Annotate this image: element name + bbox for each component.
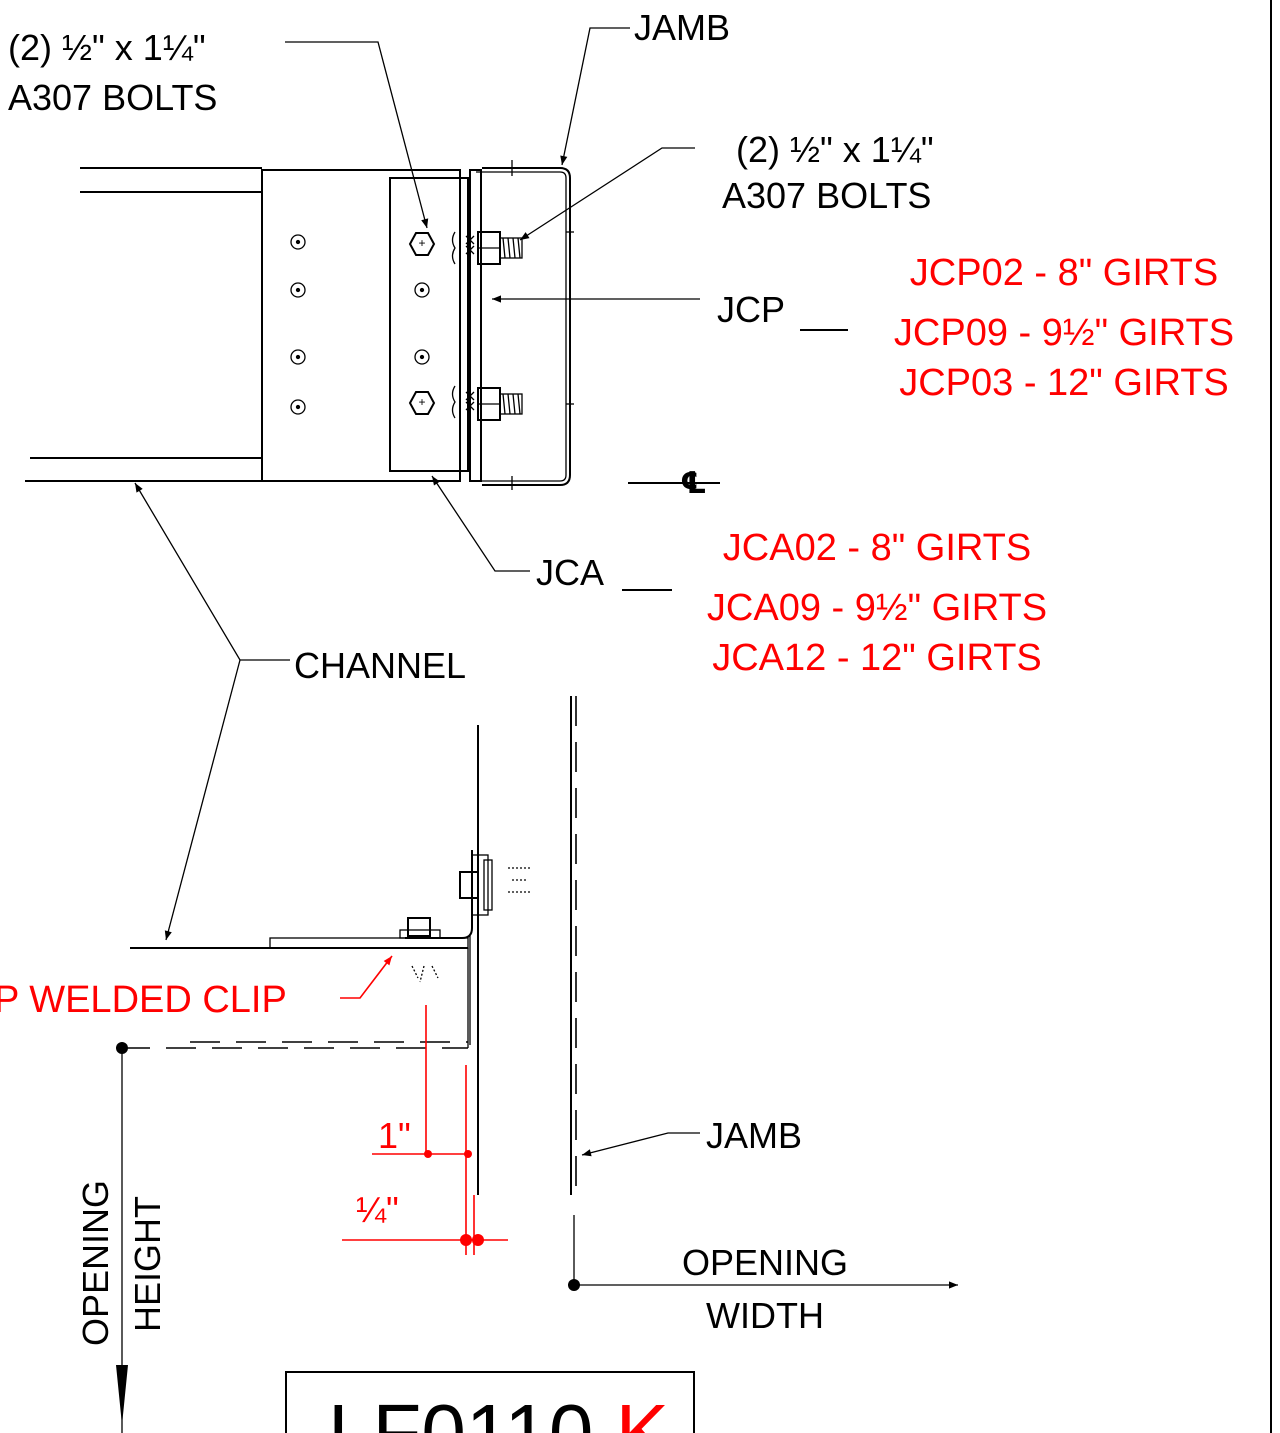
jamb-label-top: JAMB [634, 7, 730, 48]
bolt-callout-right-line2: A307 BOLTS [722, 175, 931, 216]
bolt-head-icon [407, 917, 431, 937]
jamb-section [482, 167, 571, 486]
bolt-shank-icon [465, 387, 523, 421]
bolt-head-icon: + [408, 232, 436, 256]
detail-id-box [285, 1371, 695, 1433]
bolt-callout-left-line2: A307 BOLTS [8, 77, 217, 118]
opening-width-line1: OPENING [682, 1242, 848, 1283]
red-dimensions [340, 955, 508, 1255]
opening-height-line1: OPENING [75, 1180, 116, 1346]
jamb-label-bottom: JAMB [706, 1115, 802, 1156]
jcp-plate [469, 169, 482, 482]
jca-part-9-5: JCA09 - 9½" GIRTS [707, 587, 1047, 629]
centerline-icon: ℄ [680, 467, 707, 500]
opening-width-line2: WIDTH [706, 1295, 824, 1336]
svg-text:+: + [418, 236, 425, 250]
opening-height-line2: HEIGHT [127, 1196, 168, 1332]
bolt-head-icon [459, 871, 479, 899]
jca-part-8: JCA02 - 8" GIRTS [723, 527, 1031, 569]
svg-text:+: + [418, 395, 425, 409]
welded-clip-label: P WELDED CLIP [0, 979, 287, 1021]
bolt-shank-icon [465, 231, 523, 265]
jca-clip-angle [389, 177, 469, 472]
detail-id: LF0110 K [328, 1388, 669, 1433]
jca-label: JCA [536, 552, 604, 593]
jcp-part-12: JCP03 - 12" GIRTS [899, 362, 1229, 404]
jcp-part-8: JCP02 - 8" GIRTS [910, 252, 1218, 294]
plan-view: + + ℄ [25, 160, 720, 500]
bolt-callout-right-line1: (2) ½" x 1¼" [736, 129, 934, 170]
bolt-callout-left-line1: (2) ½" x 1¼" [8, 27, 206, 68]
dim-quarter-inch: ¼" [356, 1189, 399, 1230]
bolt-head-icon: + [408, 391, 436, 415]
jcp-part-9-5: JCP09 - 9½" GIRTS [894, 312, 1234, 354]
jcp-label: JCP [717, 289, 785, 330]
elevation-view [116, 696, 577, 1195]
detail-revision: K [616, 1388, 669, 1433]
jca-part-12: JCA12 - 12" GIRTS [712, 637, 1042, 679]
dim-one-inch: 1" [378, 1115, 411, 1156]
channel-label: CHANNEL [294, 645, 466, 686]
